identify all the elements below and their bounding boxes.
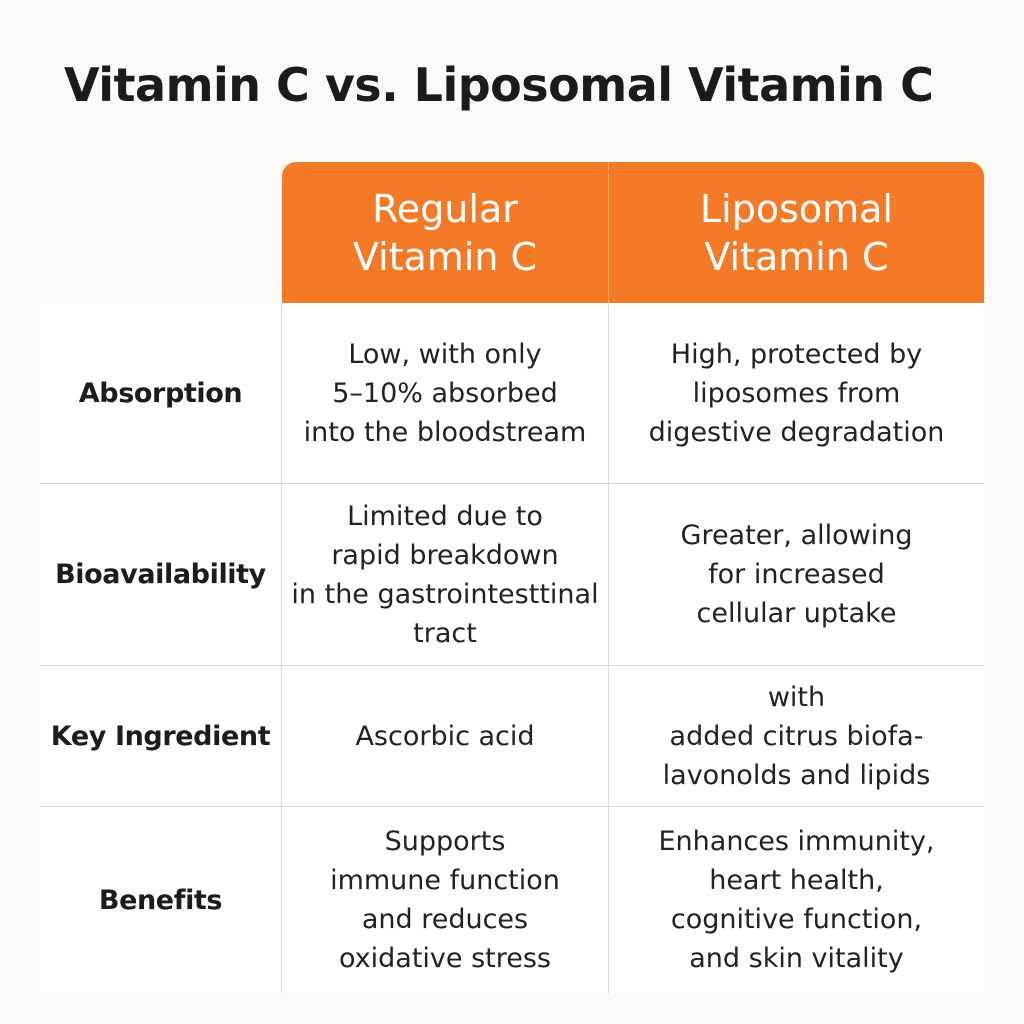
- row-label-key-ingredient: Key Ingredient: [40, 666, 282, 806]
- row-label-bioavailability: Bioavailability: [40, 484, 282, 665]
- table-header: Regular Vitamin C Liposomal Vitamin C: [282, 162, 984, 303]
- comparison-table: Regular Vitamin C Liposomal Vitamin C Ab…: [40, 162, 984, 993]
- cell-regular-key-ingredient: Ascorbic acid: [282, 666, 609, 806]
- cell-liposomal-absorption: High, protected by liposomes from digest…: [648, 338, 945, 448]
- cell-liposomal-key-ingredient: with added citrus biofa- lavonolds and l…: [662, 681, 931, 791]
- cell-regular-bioavailability: Limited due to rapid breakdown in the ga…: [282, 484, 609, 665]
- cell-liposomal-bioavailability: Greater, allowing for increased cellular…: [680, 520, 913, 629]
- table-body: Absorption Low, with only 5–10% absorbed…: [40, 303, 984, 993]
- row-label-absorption: Absorption: [40, 303, 282, 483]
- column-header-liposomal: Liposomal Vitamin C: [699, 186, 893, 279]
- cell-regular-benefits: Supports immune function and reduces oxi…: [282, 807, 609, 993]
- column-header-regular: Regular Vitamin C: [282, 162, 609, 303]
- table-row: Benefits Supports immune function and re…: [40, 806, 984, 993]
- table-row: Absorption Low, with only 5–10% absorbed…: [40, 303, 984, 483]
- page-title: Vitamin C vs. Liposomal Vitamin C: [64, 58, 934, 112]
- table-row: Bioavailability Limited due to rapid bre…: [40, 483, 984, 665]
- row-label-benefits: Benefits: [40, 807, 282, 993]
- cell-liposomal-benefits: Enhances immunity, heart health, cogniti…: [658, 826, 935, 974]
- cell-regular-absorption: Low, with only 5–10% absorbed into the b…: [282, 303, 609, 483]
- table-row: Key Ingredient Ascorbic acid with added …: [40, 665, 984, 806]
